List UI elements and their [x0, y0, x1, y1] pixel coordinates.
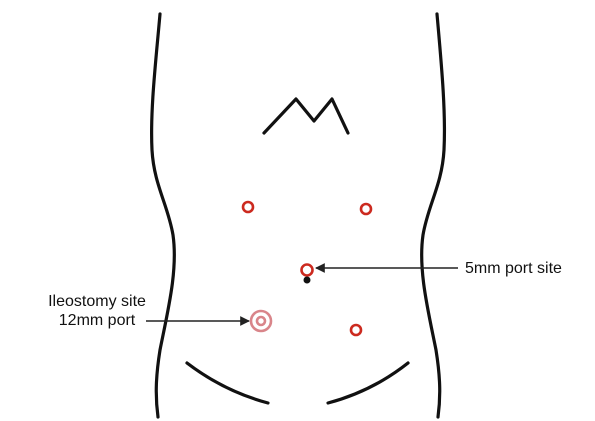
ileostomy-label: Ileostomy site 12mm port: [22, 292, 172, 330]
torso-right-outline: [422, 14, 445, 417]
port-site-central-marker: [302, 265, 313, 276]
ileostomy-outer-ring: [251, 311, 271, 331]
port-site-right-upper-marker: [361, 204, 371, 214]
port-site-right-lower-marker: [351, 325, 361, 335]
left-inguinal-line: [187, 363, 268, 403]
port-site-label: 5mm port site: [465, 259, 562, 278]
ileostomy-label-line2: 12mm port: [22, 311, 172, 330]
right-inguinal-line: [328, 363, 408, 403]
rib-cage-outline: [264, 99, 348, 133]
port-site-left-upper-marker: [243, 202, 253, 212]
umbilicus-marker: [304, 277, 311, 284]
torso-left-outline: [152, 14, 175, 417]
ileostomy-label-line1: Ileostomy site: [22, 292, 172, 311]
ileostomy-inner-ring: [257, 317, 265, 325]
